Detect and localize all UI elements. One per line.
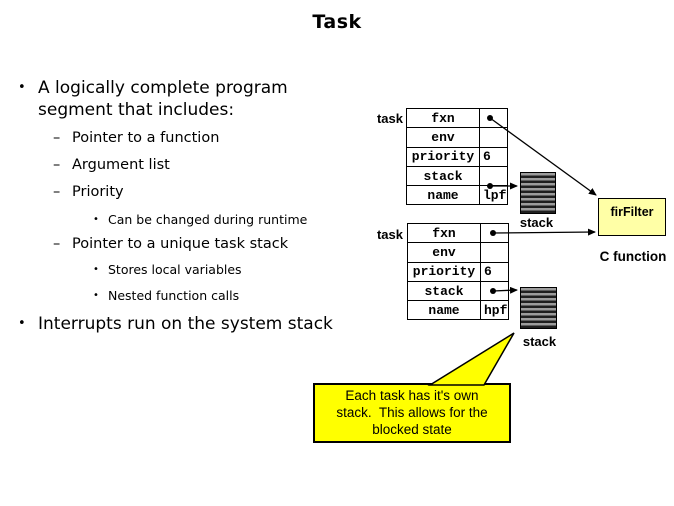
callout-line: blocked state: [372, 422, 452, 437]
list-item: • Stores local variables: [93, 261, 242, 278]
field-label: priority: [407, 261, 481, 282]
callout-pointer: [427, 332, 515, 386]
page-title: Task: [312, 11, 362, 33]
table-row: priority 6: [407, 261, 509, 282]
field-label: stack: [407, 280, 481, 302]
list-item: • Nested function calls: [93, 287, 239, 304]
field-label: env: [407, 242, 481, 263]
task-label: task: [376, 227, 403, 242]
field-value: 6: [480, 261, 509, 282]
fir-filter-box: firFilter: [598, 198, 666, 236]
task-control-block-2: fxn env priority 6 stack name hpf: [407, 222, 509, 321]
callout-note: Each task has it's own stack. This allow…: [313, 383, 511, 443]
bullet-icon: •: [18, 80, 26, 95]
list-item: – Argument list: [53, 156, 170, 175]
bullet-icon: •: [93, 214, 99, 225]
callout-line: Each task has it's own: [345, 388, 479, 403]
field-value: [480, 222, 509, 244]
table-row: priority 6: [406, 146, 508, 167]
table-row: name lpf: [406, 185, 508, 206]
field-value: lpf: [479, 185, 508, 206]
c-function-label: C function: [599, 249, 667, 264]
bullet-icon: •: [18, 316, 26, 331]
bullet-icon: •: [93, 290, 99, 301]
field-label: env: [406, 127, 480, 148]
dash-icon: –: [53, 184, 61, 200]
list-item: • Can be changed during runtime: [93, 211, 307, 228]
field-label: name: [407, 300, 481, 321]
field-value: hpf: [480, 300, 509, 321]
table-row: stack: [406, 165, 508, 187]
field-label: name: [406, 185, 480, 206]
stack-icon: [520, 287, 557, 329]
callout-line: stack. This allows for the: [336, 405, 488, 420]
list-item: – Pointer to a unique task stack: [53, 235, 288, 254]
bullet-text: Pointer to a unique task stack: [72, 236, 289, 252]
field-value: 6: [479, 146, 508, 167]
bullet-text: A logically complete program segment tha…: [38, 78, 288, 120]
list-item: • A logically complete program segment t…: [18, 77, 316, 121]
dash-icon: –: [53, 236, 61, 252]
bullet-text: Priority: [72, 184, 124, 200]
field-value: [479, 165, 508, 187]
task-control-block-1: fxn env priority 6 stack name lpf: [406, 107, 508, 206]
dash-icon: –: [53, 130, 61, 146]
bullet-text: Argument list: [72, 157, 170, 173]
field-label: priority: [406, 146, 480, 167]
bullet-text: Stores local variables: [108, 262, 242, 277]
bullet-text: Can be changed during runtime: [108, 212, 308, 227]
field-label: stack: [406, 165, 480, 187]
field-value: [480, 242, 509, 263]
table-row: stack: [407, 280, 509, 302]
table-row: fxn: [406, 107, 508, 129]
table-row: env: [407, 242, 509, 263]
bullet-text: Pointer to a function: [72, 130, 220, 146]
list-item: – Priority: [53, 183, 124, 202]
field-value: [480, 280, 509, 302]
table-row: fxn: [407, 222, 509, 244]
dash-icon: –: [53, 157, 61, 173]
field-value: [479, 127, 508, 148]
bullet-icon: •: [93, 264, 99, 275]
field-label: fxn: [407, 222, 481, 244]
stack-label: stack: [522, 334, 557, 349]
table-row: name hpf: [407, 300, 509, 321]
field-label: fxn: [406, 107, 480, 129]
table-row: env: [406, 127, 508, 148]
list-item: • Interrupts run on the system stack: [18, 313, 333, 335]
bullet-text: Interrupts run on the system stack: [38, 314, 333, 334]
field-value: [479, 107, 508, 129]
bullet-text: Nested function calls: [108, 288, 240, 303]
stack-label: stack: [519, 215, 554, 230]
stack-icon: [520, 172, 556, 214]
list-item: – Pointer to a function: [53, 129, 219, 148]
task-label: task: [376, 111, 403, 126]
